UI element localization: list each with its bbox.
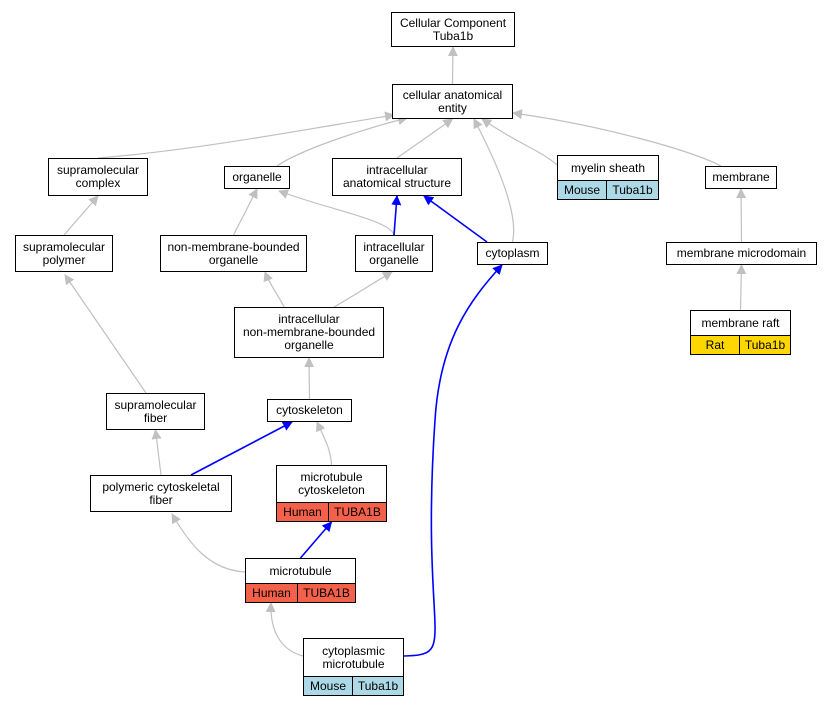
edge-membrane-microdomain-to-membrane — [736, 188, 747, 243]
node-cytoplasmic-microtubule[interactable]: cytoplasmic microtubule Mouse Tuba1b — [303, 638, 404, 696]
species-tag: Human — [246, 584, 297, 602]
node-label: Cellular Component Tuba1b — [399, 15, 507, 43]
node-label: cytoskeleton — [276, 403, 343, 417]
edge-organelle-to-cellular-anatomical-entity — [276, 115, 408, 167]
node-cytoplasm[interactable]: cytoplasm — [477, 242, 548, 265]
edge-membrane-to-cellular-anatomical-entity — [512, 109, 722, 167]
node-label: cellular anatomical entity — [402, 87, 503, 115]
edge-intracellular-organelle-to-organelle — [278, 189, 395, 236]
node-intracellular-anatomical-structure[interactable]: intracellular anatomical structure — [332, 158, 462, 196]
node-microtubule-cytoskeleton[interactable]: microtubule cytoskeleton Human TUBA1B — [276, 465, 387, 522]
edge-cytoplasm-to-intracellular-anatomical-structure — [423, 195, 488, 243]
node-label: intracellular anatomical structure — [342, 163, 452, 190]
edge-polymeric-cytoskeletal-fiber-to-cytoskeleton — [190, 421, 293, 476]
node-supramolecular-fiber[interactable]: supramolecular fiber — [106, 393, 205, 430]
node-label: myelin sheath — [570, 160, 646, 175]
species-tag-row: Human TUBA1B — [277, 502, 386, 521]
node-intracellular-non-membrane-bounded-organelle[interactable]: intracellular non-membrane-bounded organ… — [234, 307, 384, 358]
node-label: membrane raft — [701, 315, 780, 330]
node-intracellular-organelle[interactable]: intracellular organelle — [355, 235, 433, 272]
species-tag: Rat — [691, 336, 739, 354]
node-cellular-component[interactable]: Cellular Component Tuba1b — [391, 12, 515, 47]
edge-intracellular-anatomical-structure-to-cellular-anatomical-entity — [396, 118, 454, 159]
edge-microtubule-cytoskeleton-to-cytoskeleton — [316, 421, 333, 466]
node-membrane-raft[interactable]: membrane raft Rat Tuba1b — [690, 310, 791, 355]
edge-intracellular-organelle-to-intracellular-anatomical-structure — [391, 195, 402, 236]
node-label: supramolecular fiber — [114, 397, 197, 425]
node-supramolecular-complex[interactable]: supramolecular complex — [48, 158, 148, 196]
edge-supramolecular-polymer-to-supramolecular-complex — [63, 195, 99, 236]
node-cellular-anatomical-entity[interactable]: cellular anatomical entity — [392, 84, 513, 119]
node-non-membrane-bounded-organelle[interactable]: non-membrane-bounded organelle — [160, 235, 307, 272]
node-cytoskeleton[interactable]: cytoskeleton — [267, 399, 352, 422]
gene-tag: TUBA1B — [297, 584, 355, 602]
species-tag: Human — [277, 503, 328, 521]
edge-microtubule-to-polymeric-cytoskeletal-fiber — [171, 513, 246, 573]
gene-tag: Tuba1b — [606, 181, 658, 199]
edge-cellular-anatomical-entity-to-cellular-component — [447, 46, 458, 85]
edge-cytoplasm-to-cellular-anatomical-entity — [473, 118, 515, 243]
node-label: cytoplasm — [485, 246, 540, 260]
species-tag-row: Mouse Tuba1b — [304, 676, 403, 695]
node-label: membrane — [712, 170, 770, 184]
species-tag-row: Mouse Tuba1b — [558, 180, 658, 199]
node-label: supramolecular complex — [56, 163, 140, 190]
node-label: polymeric cytoskeletal fiber — [102, 479, 220, 507]
node-label: intracellular non-membrane-bounded organ… — [242, 312, 376, 352]
species-tag-row: Human TUBA1B — [246, 583, 355, 602]
node-label: microtubule — [269, 563, 332, 578]
species-tag-row: Rat Tuba1b — [691, 335, 790, 354]
node-myelin-sheath[interactable]: myelin sheath Mouse Tuba1b — [557, 155, 659, 200]
edge-supramolecular-fiber-to-supramolecular-polymer — [64, 274, 147, 394]
node-supramolecular-polymer[interactable]: supramolecular polymer — [15, 235, 113, 272]
node-label: non-membrane-bounded organelle — [167, 239, 300, 267]
edge-cytoskeleton-to-intracellular-nmbo — [304, 357, 315, 400]
node-label: microtubule cytoskeleton — [298, 470, 365, 497]
node-label: organelle — [232, 170, 282, 184]
node-organelle[interactable]: organelle — [224, 166, 290, 189]
gene-tag: Tuba1b — [352, 677, 403, 695]
edge-intracellular-nmbo-to-intracellular-organelle — [333, 271, 393, 308]
gene-tag: TUBA1B — [328, 503, 386, 521]
node-membrane-microdomain[interactable]: membrane microdomain — [666, 242, 817, 265]
edge-cytoplasmic-microtubule-to-cytoplasm — [403, 264, 503, 657]
edge-microtubule-to-microtubule-cytoskeleton — [299, 521, 333, 559]
edge-cytoplasmic-microtubule-to-microtubule — [265, 602, 304, 657]
edge-non-membrane-bounded-organelle-to-organelle — [232, 188, 258, 236]
edge-polymeric-cytoskeletal-fiber-to-supramolecular-fiber — [151, 429, 162, 476]
species-tag: Mouse — [558, 181, 606, 199]
species-tag: Mouse — [304, 677, 352, 695]
node-microtubule[interactable]: microtubule Human TUBA1B — [245, 558, 356, 603]
gene-tag: Tuba1b — [739, 336, 790, 354]
edge-intracellular-nmbo-to-non-membrane-bounded-organelle — [263, 271, 285, 308]
node-label: intracellular organelle — [363, 239, 425, 267]
edge-supramolecular-complex-to-cellular-anatomical-entity — [97, 111, 395, 159]
node-label: membrane microdomain — [676, 246, 807, 260]
edge-membrane-raft-to-membrane-microdomain — [736, 264, 747, 311]
node-label: cytoplasmic microtubule — [322, 643, 385, 671]
node-membrane[interactable]: membrane — [705, 166, 777, 189]
node-label: supramolecular polymer — [22, 239, 106, 267]
edge-myelin-sheath-to-cellular-anatomical-entity — [481, 118, 558, 166]
node-polymeric-cytoskeletal-fiber[interactable]: polymeric cytoskeletal fiber — [90, 475, 232, 512]
